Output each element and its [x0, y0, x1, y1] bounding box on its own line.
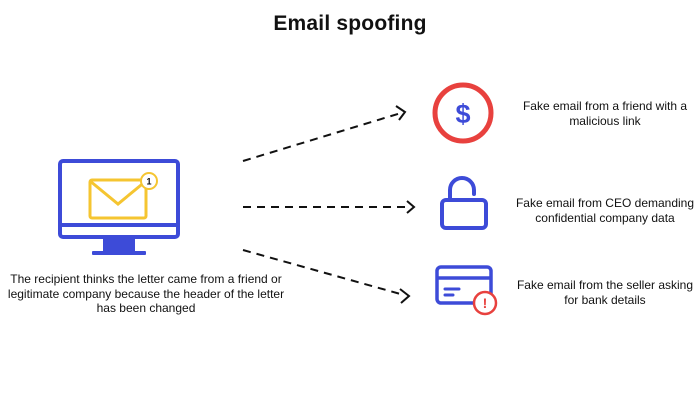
warning-symbol: ! — [483, 295, 488, 311]
credit-card-warning-icon: ! — [435, 265, 498, 316]
item-text-seller: Fake email from the seller asking for ba… — [516, 278, 694, 307]
recipient-caption: The recipient thinks the letter came fro… — [7, 272, 285, 315]
monitor-icon — [58, 159, 180, 255]
arrow-to-ceo — [243, 200, 416, 214]
dollar-icon: $ — [432, 82, 494, 144]
item-text-ceo: Fake email from CEO demanding confidenti… — [515, 196, 695, 225]
item-text-friend: Fake email from a friend with a maliciou… — [522, 99, 688, 128]
page-title: Email spoofing — [273, 12, 427, 35]
notification-count: 1 — [146, 177, 151, 187]
unlock-icon — [440, 176, 488, 230]
envelope-icon — [88, 178, 148, 220]
dollar-symbol: $ — [455, 99, 470, 129]
notification-badge: 1 — [140, 172, 158, 190]
arrow-to-seller — [242, 249, 411, 304]
arrow-to-friend — [242, 105, 407, 162]
